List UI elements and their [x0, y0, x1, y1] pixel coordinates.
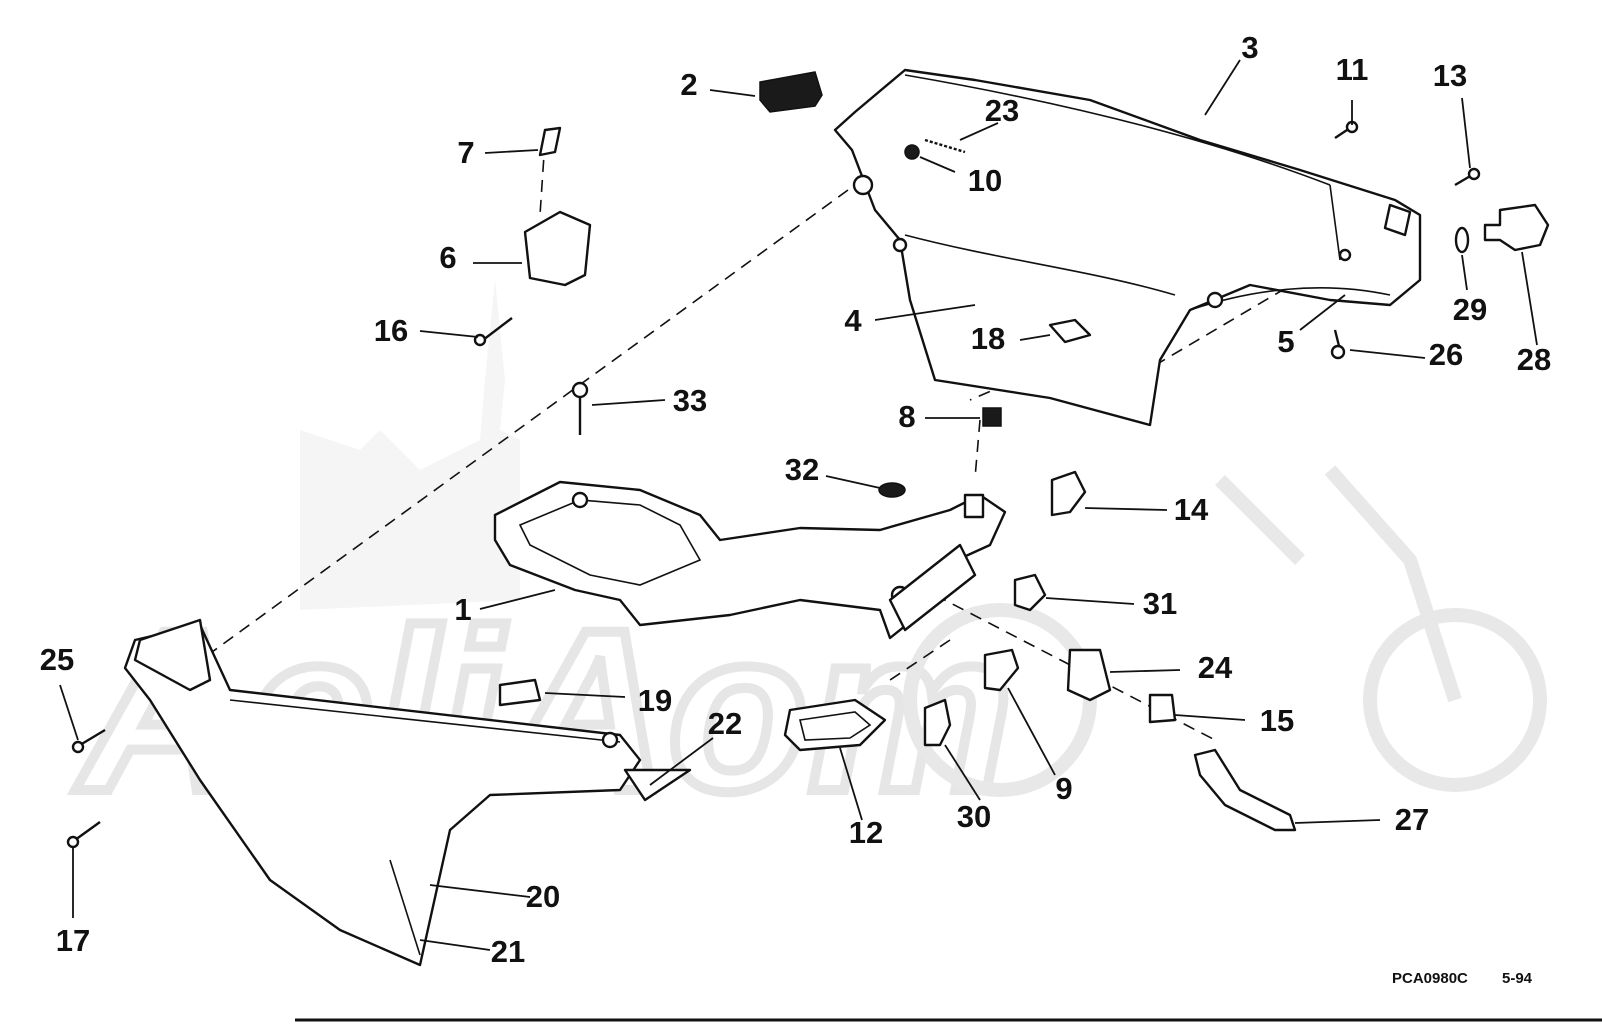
castle-watermark-icon [300, 280, 520, 610]
part-28-bracket [1483, 203, 1550, 252]
callout-16: 16 [374, 313, 408, 348]
callout-19: 19 [638, 683, 672, 718]
upper-cover [833, 68, 1422, 427]
callout-18: 18 [971, 321, 1005, 356]
callout-5: 5 [1277, 324, 1294, 359]
callout-10: 10 [968, 163, 1002, 198]
part-6-latch [523, 210, 592, 287]
callout-2: 2 [680, 67, 697, 102]
motorcycle-watermark-icon [903, 465, 1547, 797]
small-parts [66, 71, 1550, 849]
part-16-screw [482, 317, 513, 341]
part-9-bracket [983, 648, 1020, 692]
callout-26: 26 [1429, 337, 1463, 372]
callout-11: 11 [1336, 52, 1369, 87]
callout-3: 3 [1241, 30, 1258, 65]
part-31-boot [1013, 573, 1047, 612]
callout-21: 21 [491, 934, 525, 969]
callout-12: 12 [849, 815, 883, 850]
part-24-bellows [1066, 648, 1112, 702]
callout-8: 8 [898, 399, 915, 434]
part-12-seal [783, 698, 887, 752]
part-10-nut [904, 144, 920, 160]
part-2-cap [759, 71, 823, 113]
callout-9: 9 [1055, 771, 1072, 806]
callout-13: 13 [1433, 58, 1467, 93]
lower-pan [493, 480, 1007, 640]
part-8-block [982, 407, 1002, 427]
part-29-washer [1454, 226, 1470, 254]
callout-4: 4 [844, 303, 862, 338]
callout-labels: 1 2 3 4 5 6 7 8 9 10 11 12 13 14 15 16 1… [40, 30, 1551, 969]
callout-1: 1 [454, 592, 471, 627]
callout-33: 33 [673, 383, 707, 418]
part-30-bracket [923, 698, 952, 747]
callout-6: 6 [439, 240, 456, 275]
part-17-bolt [74, 821, 101, 841]
callout-20: 20 [526, 879, 560, 914]
lower-cover [123, 618, 692, 967]
figure-code-block: PCA0980C 5-94 [1392, 970, 1533, 987]
part-15-plug [1148, 693, 1177, 724]
part-19-pad [498, 678, 542, 707]
part-27-lever [1193, 748, 1297, 832]
callout-17: 17 [56, 923, 90, 958]
callout-23: 23 [985, 93, 1019, 128]
part-7-clip [538, 126, 562, 157]
part-32-grommet [878, 482, 906, 498]
part-23-spring [924, 138, 966, 154]
callout-22: 22 [708, 706, 742, 741]
callout-24: 24 [1198, 650, 1233, 685]
revision-code: 5-94 [1502, 970, 1533, 987]
leader-lines [59, 59, 1538, 951]
part-18-clip [1048, 318, 1092, 344]
callout-15: 15 [1260, 703, 1294, 738]
figure-code: PCA0980C [1392, 970, 1468, 987]
part-14-plate [1050, 470, 1087, 517]
callout-31: 31 [1143, 586, 1177, 621]
part-25-bolt [79, 728, 106, 747]
callout-7: 7 [457, 135, 474, 170]
callout-25: 25 [40, 642, 74, 677]
callout-28: 28 [1517, 342, 1551, 377]
callout-32: 32 [785, 452, 819, 487]
callout-30: 30 [957, 799, 991, 834]
callout-27: 27 [1395, 802, 1429, 837]
callout-29: 29 [1453, 292, 1487, 327]
callout-14: 14 [1174, 492, 1209, 527]
